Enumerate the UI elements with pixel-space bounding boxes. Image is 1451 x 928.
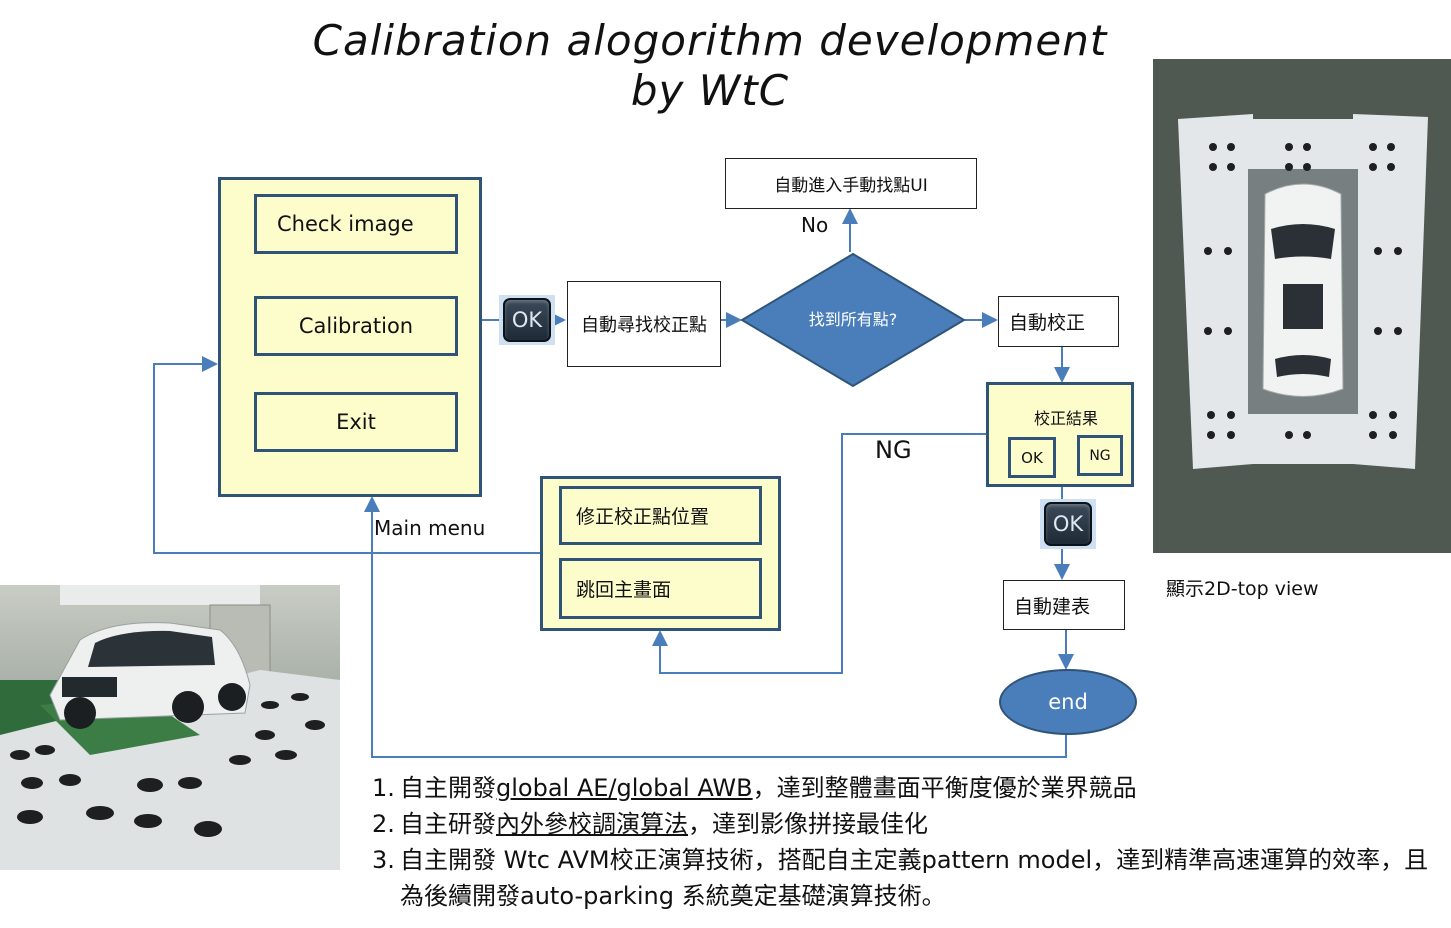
ok-key-icon: OK — [1044, 502, 1092, 546]
back-main-button[interactable]: 跳回主畫面 — [559, 558, 762, 619]
topview-caption: 顯示2D-top view — [1166, 578, 1319, 600]
no-label: No — [801, 213, 829, 237]
bullet-item-2: 2.自主研發內外參校調演算法，達到影像拼接最佳化 — [372, 806, 1432, 842]
exit-label: Exit — [336, 410, 376, 434]
build-table-box: 自動建表 — [1003, 580, 1125, 630]
bullet-num: 3. — [372, 846, 395, 874]
title-line-1: Calibration alogorithm development — [312, 16, 1108, 65]
title-line-2: by WtC — [630, 66, 790, 115]
bullet-text-pre: 自主開發 Wtc AVM校正演算技術，搭配自主定義pattern model，達… — [400, 846, 1429, 910]
calibration-button[interactable]: Calibration — [254, 296, 458, 356]
calibration-label: Calibration — [298, 314, 414, 338]
ng-label: NG — [875, 436, 912, 464]
bullet-item-1: 1.自主開發global AE/global AWB，達到整體畫面平衡度優於業界… — [372, 770, 1432, 806]
check-image-label: Check image — [277, 212, 414, 236]
ok-key-icon: OK — [503, 298, 551, 342]
decision-label: 找到所有點? — [808, 310, 898, 329]
check-image-button[interactable]: Check image — [254, 194, 458, 254]
bullet-text-underlined: global AE/global AWB — [496, 774, 753, 802]
bullet-text-pre: 自主開發 — [400, 774, 496, 802]
end-node: end — [999, 669, 1137, 735]
exit-button[interactable]: Exit — [254, 392, 458, 452]
bullet-text-post: ，達到影像拼接最佳化 — [688, 810, 928, 838]
back-main-label: 跳回主畫面 — [576, 579, 672, 601]
bullet-text-post: ，達到整體畫面平衡度優於業界競品 — [752, 774, 1137, 802]
bullet-text-pre: 自主研發 — [400, 810, 496, 838]
bullet-num: 1. — [372, 774, 395, 802]
fix-points-label: 修正校正點位置 — [576, 506, 710, 528]
manual-ui-box: 自動進入手動找點UI — [725, 158, 977, 209]
car-photo — [0, 585, 340, 870]
result-title: 校正結果 — [1034, 409, 1099, 428]
result-ok-button[interactable]: OK — [1008, 437, 1056, 478]
result-ng-button[interactable]: NG — [1077, 435, 1123, 476]
bullet-num: 2. — [372, 810, 395, 838]
top-view-photo — [1153, 59, 1451, 553]
bullet-text-underlined: 內外參校調演算法 — [496, 810, 688, 838]
decision-diamond — [740, 252, 966, 388]
main-menu-caption: Main menu — [374, 516, 486, 540]
auto-calibrate-box: 自動校正 — [998, 296, 1119, 347]
bullet-list: 1.自主開發global AE/global AWB，達到整體畫面平衡度優於業界… — [372, 770, 1432, 914]
ok-key-chip-2: OK — [1040, 499, 1096, 549]
ok-key-chip: OK — [499, 295, 555, 345]
bullet-item-3: 3.自主開發 Wtc AVM校正演算技術，搭配自主定義pattern model… — [372, 842, 1432, 914]
fix-points-button[interactable]: 修正校正點位置 — [559, 486, 762, 545]
find-points-box: 自動尋找校正點 — [567, 281, 721, 367]
